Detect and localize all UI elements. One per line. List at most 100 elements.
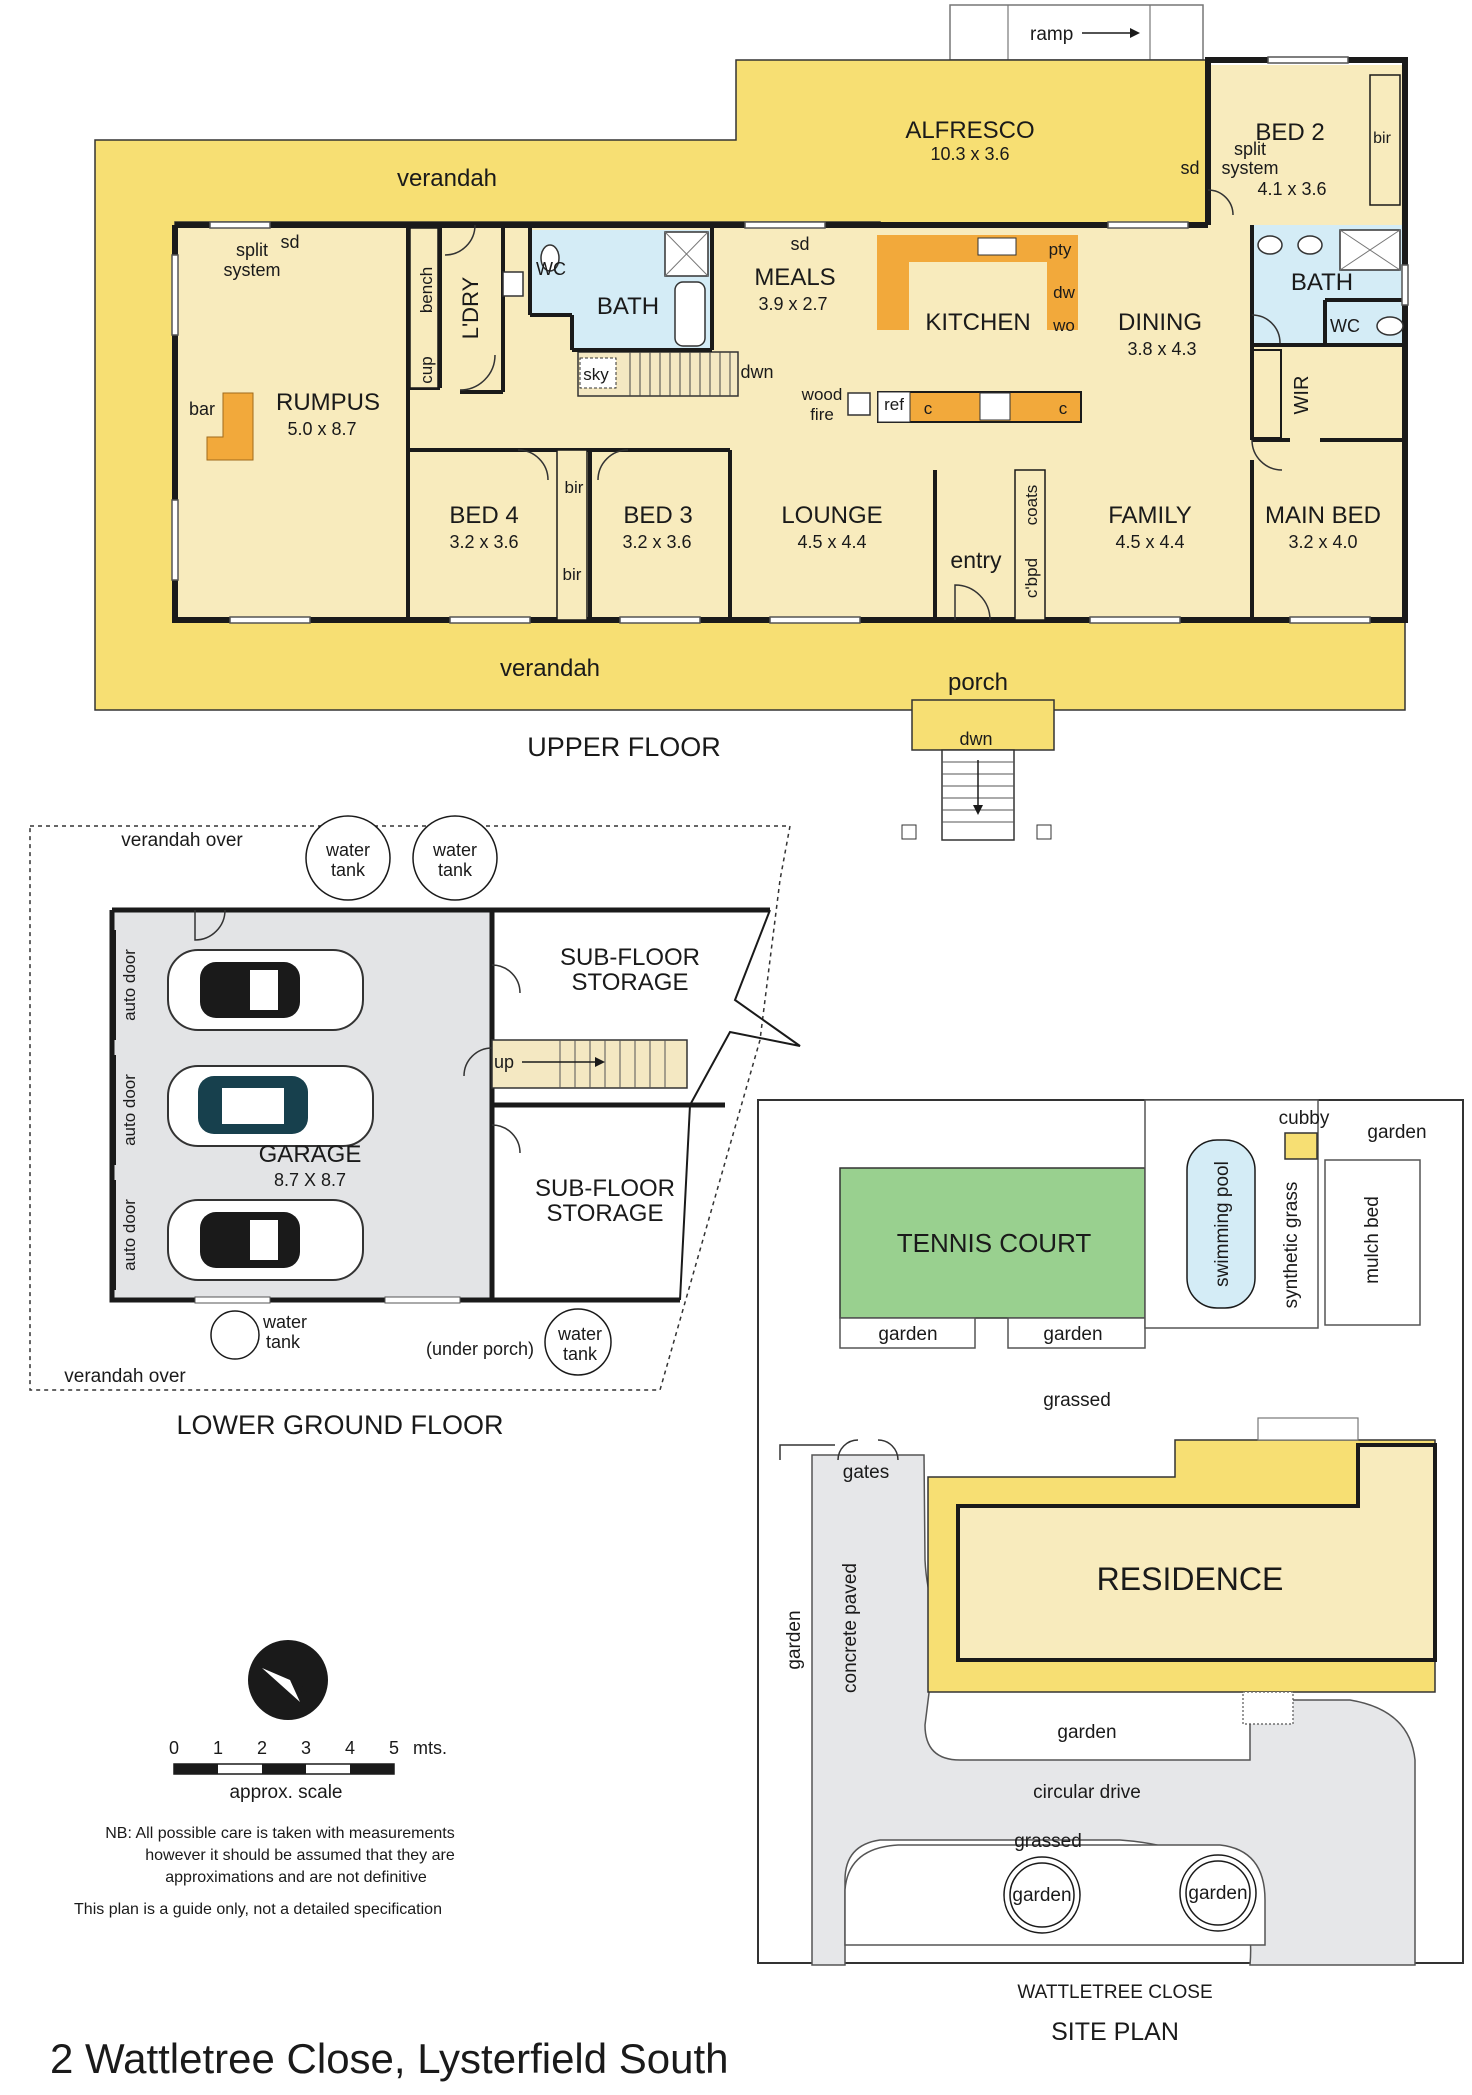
- entry-label: entry: [950, 547, 1002, 573]
- gates-icon: [779, 1439, 899, 1461]
- water-tank-2: [412, 815, 498, 901]
- cup-label: cup: [417, 356, 436, 383]
- cubby: [1284, 1132, 1318, 1160]
- swimming-pool: [1186, 1139, 1256, 1309]
- verandah-over-outline: [29, 825, 791, 1391]
- split-label-2: split: [1234, 139, 1266, 159]
- mulch-bed: [1324, 1159, 1421, 1326]
- note-line-2: however it should be assumed that they a…: [145, 1847, 455, 1864]
- wood-fire-icon: [847, 392, 871, 416]
- c-label-2: c: [1059, 399, 1068, 418]
- bir-bed2: [1369, 74, 1401, 206]
- grassed-label-2: grassed: [1014, 1831, 1082, 1852]
- concrete-paved-label: concrete paved: [840, 1563, 861, 1693]
- rumpus-name: RUMPUS: [276, 389, 380, 416]
- scale-caption: approx. scale: [229, 1782, 342, 1803]
- fire-label: fire: [810, 405, 834, 424]
- meals-size: 3.9 x 2.7: [758, 294, 827, 314]
- lower-floor-heading: LOWER GROUND FLOOR: [176, 1410, 503, 1440]
- bar-label: bar: [189, 399, 215, 419]
- water-tank-4-line2: tank: [563, 1344, 598, 1364]
- garden-label-1: garden: [878, 1324, 937, 1345]
- bed3-size: 3.2 x 3.6: [622, 532, 691, 552]
- fridge: [877, 391, 911, 423]
- scale-tick-5: 5: [389, 1738, 399, 1758]
- bed4-name: BED 4: [449, 502, 518, 529]
- bath1-name: BATH: [597, 293, 659, 320]
- alfresco-name: ALFRESCO: [905, 117, 1034, 144]
- disclaimer: This plan is a guide only, not a detaile…: [74, 1901, 442, 1918]
- auto-door-2: auto door: [120, 1074, 139, 1146]
- verandah-top-label: verandah: [397, 165, 497, 192]
- water-tank-4-line1: water: [557, 1324, 602, 1344]
- swimming-pool-label: swimming pool: [1212, 1161, 1233, 1287]
- residence-label: RESIDENCE: [1097, 1561, 1284, 1597]
- storage-b-line2: STORAGE: [547, 1200, 664, 1227]
- cooktop: [979, 392, 1011, 421]
- lounge-name: LOUNGE: [781, 502, 882, 529]
- tennis-court-label: TENNIS COURT: [897, 1228, 1092, 1258]
- storage-b-line1: SUB-FLOOR: [535, 1175, 675, 1202]
- round-garden-1: [1003, 1856, 1081, 1934]
- sd-label-3: sd: [790, 234, 809, 254]
- under-porch-label: (under porch): [426, 1339, 534, 1359]
- compass-letter: N: [299, 1681, 313, 1701]
- bench-label: bench: [417, 267, 436, 313]
- bed3-name: BED 3: [623, 502, 692, 529]
- garage-size: 8.7 X 8.7: [274, 1170, 346, 1190]
- dining-size: 3.8 x 4.3: [1127, 339, 1196, 359]
- alfresco-size: 10.3 x 3.6: [930, 144, 1009, 164]
- porch: [911, 699, 1055, 751]
- scale-unit: mts.: [413, 1738, 447, 1758]
- garage-door-swing: [194, 909, 226, 941]
- note-line-1: NB: All possible care is taken with meas…: [105, 1825, 454, 1842]
- cbpd-label: c'bpd: [1022, 558, 1041, 598]
- site-plan-heading: SITE PLAN: [1051, 2018, 1179, 2046]
- car-2-icon: [167, 1065, 374, 1147]
- sink-icon: [977, 237, 1017, 256]
- synthetic-grass-label: synthetic grass: [1281, 1182, 1302, 1309]
- bir-bed4: [556, 449, 588, 621]
- skylight: [579, 357, 617, 389]
- house-interior: [175, 225, 1405, 620]
- bench-cupboard: [409, 227, 439, 389]
- verandah-over-label-top: verandah over: [121, 830, 243, 851]
- mulch-bed-label: mulch bed: [1362, 1196, 1383, 1284]
- sky-label: sky: [583, 365, 609, 384]
- bed2-size: 4.1 x 3.6: [1257, 179, 1326, 199]
- dining-name: DINING: [1118, 309, 1202, 336]
- garage-walls: [109, 907, 770, 1303]
- system-label-1: system: [223, 260, 280, 280]
- water-tank-2-line2: tank: [438, 860, 473, 880]
- grassed-label-1: grassed: [1043, 1390, 1111, 1411]
- garden-label-5: garden: [1057, 1722, 1116, 1743]
- upper-floor-heading: UPPER FLOOR: [527, 732, 721, 762]
- wo-label: wo: [1052, 316, 1075, 335]
- bar-counter: [206, 392, 254, 461]
- main-bed-name: MAIN BED: [1265, 502, 1381, 529]
- front-garden-bed: [924, 1684, 1251, 1761]
- garden-label-2: garden: [1043, 1324, 1102, 1345]
- site-plan: TENNIS COURT garden garden swimming pool…: [757, 1099, 1464, 2046]
- windows: [171, 56, 1409, 624]
- garden-label-7: garden: [1188, 1883, 1247, 1904]
- bir-label-2: bir: [563, 565, 582, 584]
- wood-label: wood: [801, 385, 843, 404]
- scale-tick-1: 1: [213, 1738, 223, 1758]
- ramp: [949, 4, 1204, 61]
- bathtub: [674, 281, 706, 347]
- dw-label: dw: [1053, 283, 1075, 302]
- up-arrow-icon: [595, 1057, 605, 1067]
- legend: N 0 1 2 3 4 5 mts. approx. scale NB: All…: [74, 1640, 455, 1918]
- upper-floor: ramp: [94, 4, 1409, 841]
- car-1-icon: [167, 949, 364, 1031]
- bed2-name: BED 2: [1255, 119, 1324, 146]
- water-tank-3-line2: tank: [266, 1332, 301, 1352]
- scale-tick-4: 4: [345, 1738, 355, 1758]
- family-name: FAMILY: [1108, 502, 1192, 529]
- wc-label-1: WC: [536, 259, 566, 279]
- up-label: up: [494, 1052, 514, 1072]
- basin-2: [1297, 235, 1323, 255]
- ramp-label: ramp: [1030, 24, 1073, 45]
